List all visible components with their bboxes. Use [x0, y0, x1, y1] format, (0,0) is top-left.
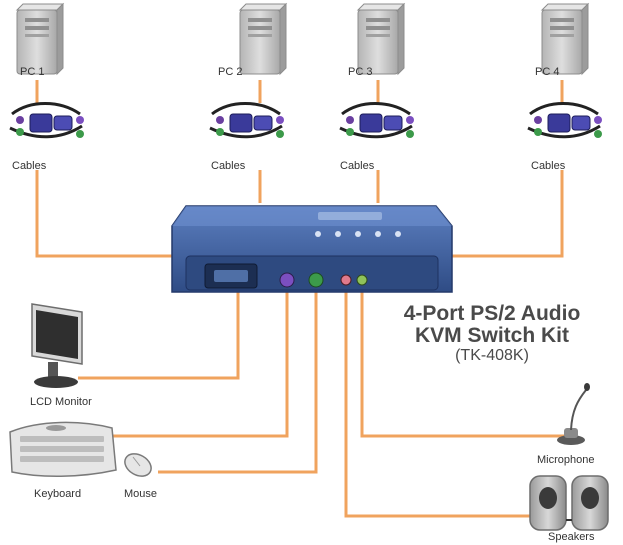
pc-tower-icon — [540, 2, 590, 76]
pc-tower-icon — [238, 2, 288, 76]
title-model: (TK-408K) — [455, 347, 529, 364]
cable-bundle-icon — [9, 102, 84, 139]
mouse-icon — [124, 453, 152, 477]
pc2-label: PC 2 — [218, 66, 243, 78]
cables2-label: Cables — [211, 160, 246, 172]
wire-pc1 — [35, 170, 185, 258]
cable-bundle-icon — [527, 102, 602, 139]
wire-microphone — [360, 282, 565, 438]
keyboard-icon — [9, 421, 117, 478]
microphone-icon — [557, 383, 590, 445]
wire-pc4 — [452, 170, 564, 258]
wire-monitor — [78, 282, 240, 380]
pc4-label: PC 4 — [535, 66, 560, 78]
cables1-label: Cables — [12, 160, 47, 172]
product-title: 4-Port PS/2 Audio KVM Switch Kit (TK-408… — [372, 303, 612, 365]
microphone-label: Microphone — [537, 454, 595, 466]
wire-keyboard — [112, 282, 289, 438]
monitor-icon — [31, 303, 83, 388]
pc1-label: PC 1 — [20, 66, 45, 78]
title-line2: KVM Switch Kit — [414, 324, 569, 347]
speakers-label: Speakers — [548, 531, 595, 543]
kvm-switch-icon — [171, 205, 453, 293]
speakers-icon — [529, 475, 609, 531]
pc-tower-icon — [356, 2, 406, 76]
wire-mouse — [158, 282, 318, 474]
cables3-label: Cables — [340, 160, 375, 172]
wire-speakers — [344, 282, 530, 518]
cable-bundle-icon — [209, 102, 284, 139]
title-line1: 4-Port PS/2 Audio — [403, 302, 581, 325]
cables4-label: Cables — [531, 160, 566, 172]
pc-tower-icon — [15, 2, 65, 76]
monitor-label: LCD Monitor — [30, 396, 92, 408]
pc3-label: PC 3 — [348, 66, 373, 78]
cable-bundle-icon — [339, 102, 414, 139]
keyboard-label: Keyboard — [34, 488, 82, 500]
wires — [35, 80, 565, 518]
mouse-label: Mouse — [124, 488, 158, 500]
